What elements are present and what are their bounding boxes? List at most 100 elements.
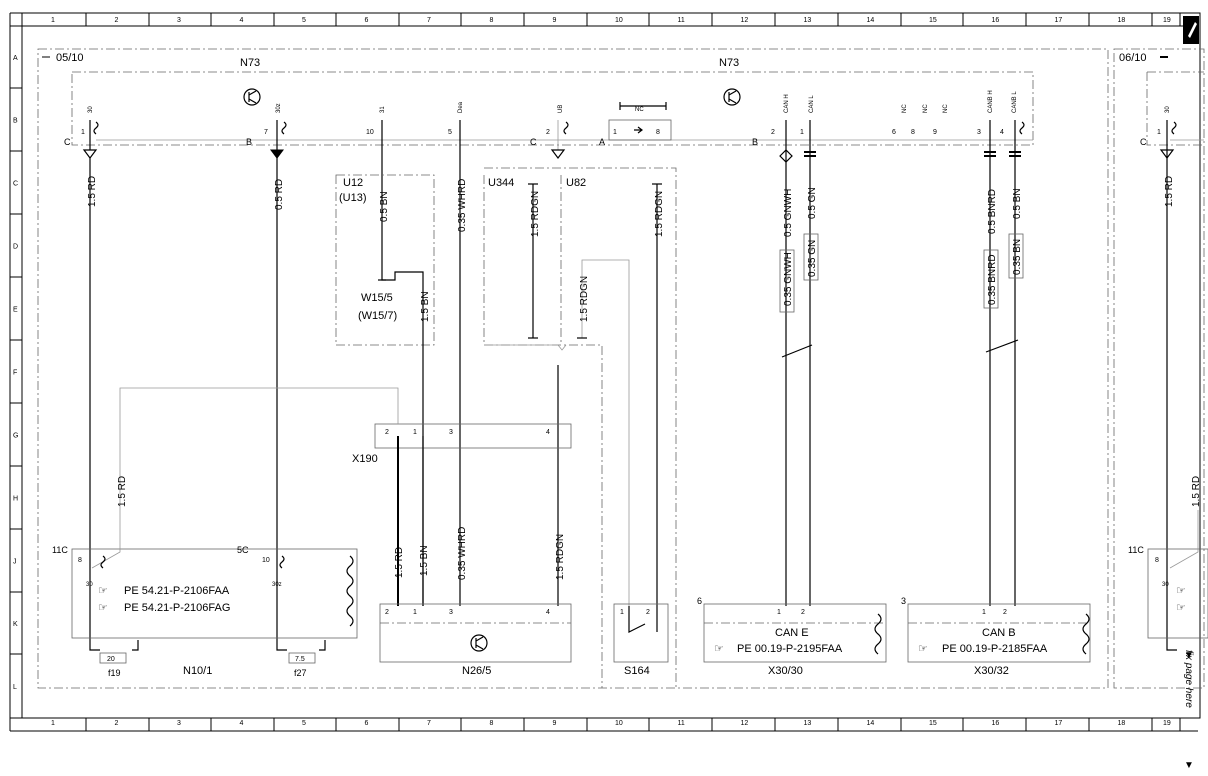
pin-number: 10 bbox=[366, 129, 374, 136]
grid-row-label: A bbox=[13, 55, 18, 62]
grid-column-label: 16 bbox=[992, 720, 1000, 727]
grid-row-label: C bbox=[13, 181, 18, 188]
pin-number: 10 bbox=[262, 557, 270, 564]
ref-pe-00-2195[interactable]: PE 00.19-P-2195FAA bbox=[737, 643, 843, 655]
pin-label: CAN L bbox=[809, 95, 815, 113]
pin-label: 30z bbox=[276, 103, 282, 113]
ref-pe-54-fag[interactable]: PE 54.21-P-2106FAG bbox=[124, 602, 230, 614]
fix-page-tab[interactable] bbox=[1183, 16, 1199, 44]
grid-frame bbox=[9, 12, 1201, 732]
pin-label: NC bbox=[635, 107, 644, 113]
page-ref-right[interactable]: 06/10 bbox=[1119, 52, 1147, 64]
n10-1-module[interactable] bbox=[71, 548, 358, 639]
pin-number: 2 bbox=[801, 609, 805, 616]
s164-switch[interactable] bbox=[613, 603, 669, 663]
pin-number: 2 bbox=[646, 609, 650, 616]
grid-column-label: 14 bbox=[867, 720, 875, 727]
pin-number: 8 bbox=[911, 129, 915, 136]
ref-pe-00-2185[interactable]: PE 00.19-P-2185FAA bbox=[942, 643, 1048, 655]
page-outline bbox=[37, 48, 1109, 689]
grid-column-label: 5 bbox=[302, 17, 306, 24]
wire-label: 0.5 BN bbox=[379, 191, 390, 222]
grid-column-label: 3 bbox=[177, 720, 181, 727]
arrow-down-icon: ▼ bbox=[1184, 650, 1194, 661]
connector-c-left: C bbox=[64, 137, 71, 147]
grid-column-label: 12 bbox=[741, 720, 749, 727]
fuse-f27[interactable] bbox=[288, 652, 316, 664]
grid-column-label: 17 bbox=[1055, 17, 1063, 24]
grid-column-label: 3 bbox=[177, 17, 181, 24]
u344-label: U344 bbox=[488, 177, 514, 189]
wire-label: 0.5 GNWH bbox=[783, 189, 794, 237]
pin-number: 3 bbox=[977, 129, 981, 136]
pin-label: 30z bbox=[272, 582, 282, 588]
connector-c-next: C bbox=[1140, 137, 1147, 147]
pin-number: 1 bbox=[1157, 129, 1161, 136]
page-ref-left[interactable]: 05/10 bbox=[56, 52, 84, 64]
ref-pe-54-faa[interactable]: PE 54.21-P-2106FAA bbox=[124, 585, 230, 597]
n26-5-module[interactable] bbox=[379, 603, 572, 663]
pin-number: 1 bbox=[81, 129, 85, 136]
grid-column-label: 5 bbox=[302, 720, 306, 727]
u12-module[interactable] bbox=[335, 174, 435, 346]
wire-label: 0.5 BNRD bbox=[987, 189, 998, 234]
pin-number: 3 bbox=[449, 429, 453, 436]
grid-column-label: 9 bbox=[553, 720, 557, 727]
wire-label: 0.35 GNWH bbox=[783, 252, 794, 306]
grid-column-label: 8 bbox=[490, 17, 494, 24]
wire-label: 1.5 RDGN bbox=[530, 191, 541, 237]
pin-number: 4 bbox=[546, 609, 550, 616]
w15-5-label: W15/5 bbox=[361, 292, 393, 304]
wire-label: 1.5 RD bbox=[1164, 176, 1175, 207]
pin-number: 1 bbox=[413, 609, 417, 616]
connector-11c: 11C bbox=[52, 545, 68, 555]
grid-row-label: F bbox=[13, 370, 17, 377]
x30-32-label: X30/32 bbox=[974, 665, 1009, 677]
pin-number: 6 bbox=[697, 596, 702, 606]
svg-text:☞: ☞ bbox=[98, 585, 108, 597]
pin-number: 4 bbox=[1000, 129, 1004, 136]
grid-column-label: 2 bbox=[115, 720, 119, 727]
pin-number: 7 bbox=[264, 129, 268, 136]
pin-number: 8 bbox=[656, 129, 660, 136]
pin-number: 1 bbox=[620, 609, 624, 616]
svg-text:☞: ☞ bbox=[1176, 585, 1186, 597]
pin-label: 31 bbox=[380, 106, 386, 113]
fuse-rating: 7.5 bbox=[295, 656, 305, 663]
pin-number: 5 bbox=[448, 129, 452, 136]
pe-reference-icon: ☞ bbox=[98, 585, 108, 597]
wire-labels: 1.5 RD 0.5 RD 0.5 BN 1.5 BN 0.35 WHRD 1.… bbox=[87, 176, 1202, 580]
n73-outline bbox=[71, 71, 1034, 146]
x190-connector[interactable] bbox=[374, 423, 572, 449]
pin-label: CAN H bbox=[784, 94, 790, 113]
grid-column-label: 8 bbox=[490, 720, 494, 727]
grid-row-label: L bbox=[13, 684, 17, 691]
grid-column-label: 4 bbox=[240, 720, 244, 727]
can-e-label: CAN E bbox=[775, 627, 809, 639]
pin-number: 1 bbox=[800, 129, 804, 136]
n73-label-left: N73 bbox=[240, 57, 260, 69]
x30-30-connector[interactable] bbox=[703, 603, 887, 663]
pin-number: 4 bbox=[546, 429, 550, 436]
fix-page-text: fix page here bbox=[1183, 650, 1194, 708]
x30-30-label: X30/30 bbox=[768, 665, 803, 677]
u82-label: U82 bbox=[566, 177, 586, 189]
grid-column-label: 14 bbox=[867, 17, 875, 24]
pin-number: 9 bbox=[933, 129, 937, 136]
pin-number: 1 bbox=[982, 609, 986, 616]
transistor-icon bbox=[470, 634, 488, 652]
pe-reference-icon: ☞ bbox=[98, 602, 108, 614]
grid-row-label: E bbox=[13, 307, 18, 314]
grid-column-label: 7 bbox=[427, 17, 431, 24]
pin-label: 30 bbox=[88, 106, 94, 113]
wire-label: 1.5 RD bbox=[394, 547, 405, 578]
wire-label: 0.35 BNRD bbox=[987, 254, 998, 305]
fuse-f19[interactable] bbox=[99, 652, 127, 664]
connector-b-left: B bbox=[246, 137, 252, 147]
x30-32-connector[interactable] bbox=[907, 603, 1091, 663]
wire-label: 0.5 RD bbox=[274, 179, 285, 210]
pin-label: Dea bbox=[458, 101, 464, 113]
